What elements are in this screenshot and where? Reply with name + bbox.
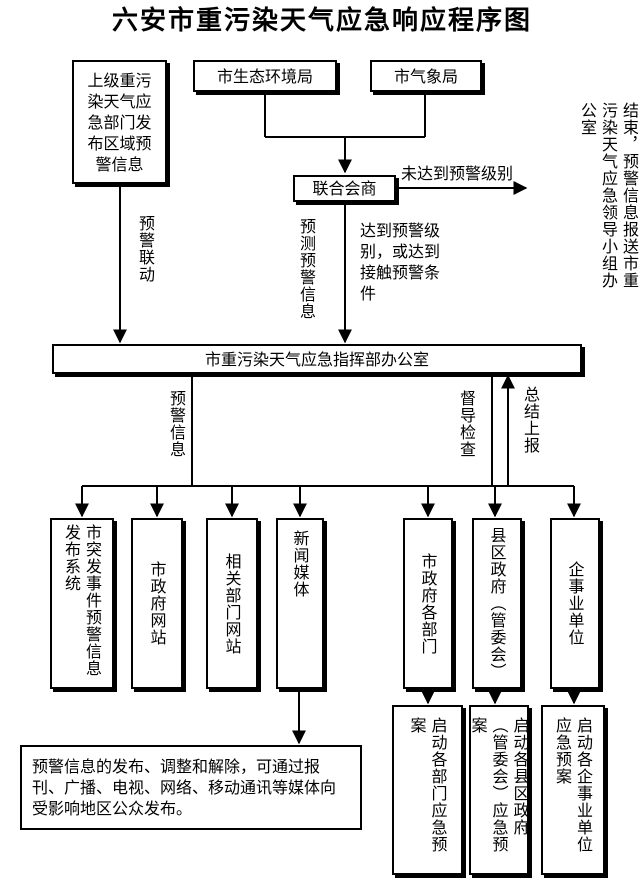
- node-county-govs-text: 县区政府（管委会）: [487, 527, 507, 680]
- node-weather-bureau: 市气象局: [370, 60, 482, 92]
- node-city-depts: 市政府各部门: [403, 518, 453, 689]
- node-upper-dept: 上级重污染天气应急部门发布区域预警信息: [72, 60, 167, 184]
- edge-label-summary: 总结上报: [521, 386, 540, 454]
- node-gov-website: 市政府网站: [131, 518, 183, 689]
- node-city-depts-plan-text: 启动各部门应急预案: [407, 717, 448, 853]
- node-media-note-text: 预警信息的发布、调整和解除，可通过报刊、广播、电视、网络、移动通讯等媒体向受影响…: [32, 757, 337, 818]
- edge-label-not-reached: 未达到预警级别: [401, 164, 514, 183]
- node-enterprises: 企事业单位: [550, 518, 600, 689]
- node-news-media-text: 新闻媒体: [290, 530, 310, 598]
- node-joint-consult-text: 联合会商: [312, 179, 377, 198]
- node-emergency-platform-text: 市突发事件预警信息发布系统: [62, 523, 102, 677]
- node-weather-bureau-text: 市气象局: [393, 66, 458, 86]
- edge-label-supervise: 督导检查: [457, 390, 476, 458]
- node-command-office: 市重污染天气应急指挥部办公室: [52, 344, 582, 374]
- node-county-govs: 县区政府（管委会）: [472, 518, 522, 689]
- node-enterprises-text: 企事业单位: [565, 561, 585, 646]
- node-enterprise-plan-text: 启动各企事业单位应急预案: [553, 717, 593, 853]
- node-ecology-bureau: 市生态环境局: [193, 60, 337, 92]
- node-county-plan: 启动各县区政府（管委会）应急预案: [468, 705, 530, 875]
- node-joint-consult: 联合会商: [293, 175, 396, 202]
- edge-label-reached: 达到预警级别，或达到接触预警条件: [360, 221, 441, 303]
- node-emergency-platform: 市突发事件预警信息发布系统: [50, 518, 114, 689]
- node-city-depts-text: 市政府各部门: [418, 552, 438, 655]
- edge-label-warning-info: 预警信息: [167, 390, 186, 458]
- node-enterprise-plan: 启动各企事业单位应急预案: [541, 705, 605, 875]
- node-upper-dept-text: 上级重污染天气应急部门发布区域预警信息: [87, 70, 152, 174]
- node-city-depts-plan: 启动各部门应急预案: [392, 705, 463, 875]
- node-conclusion-note: 结束，预警信息报送市重污染天气应急领导小组办公室: [578, 102, 639, 289]
- node-media-note: 预警信息的发布、调整和解除，可通过报刊、广播、电视、网络、移动通讯等媒体向受影响…: [20, 745, 362, 830]
- node-command-office-text: 市重污染天气应急指挥部办公室: [204, 349, 429, 369]
- node-ecology-bureau-text: 市生态环境局: [216, 66, 313, 86]
- node-dept-websites: 相关部门网站: [206, 518, 258, 689]
- node-county-plan-text: 启动各县区政府（管委会）应急预案: [468, 717, 530, 853]
- node-news-media: 新闻媒体: [276, 518, 324, 689]
- node-dept-websites-text: 相关部门网站: [222, 552, 242, 655]
- page-title: 六安市重污染天气应急响应程序图: [111, 6, 532, 36]
- edge-label-forecast-info: 预测预警信息: [297, 218, 316, 320]
- edge-label-linkage: 预警联动: [136, 215, 155, 283]
- node-gov-website-text: 市政府网站: [147, 561, 167, 646]
